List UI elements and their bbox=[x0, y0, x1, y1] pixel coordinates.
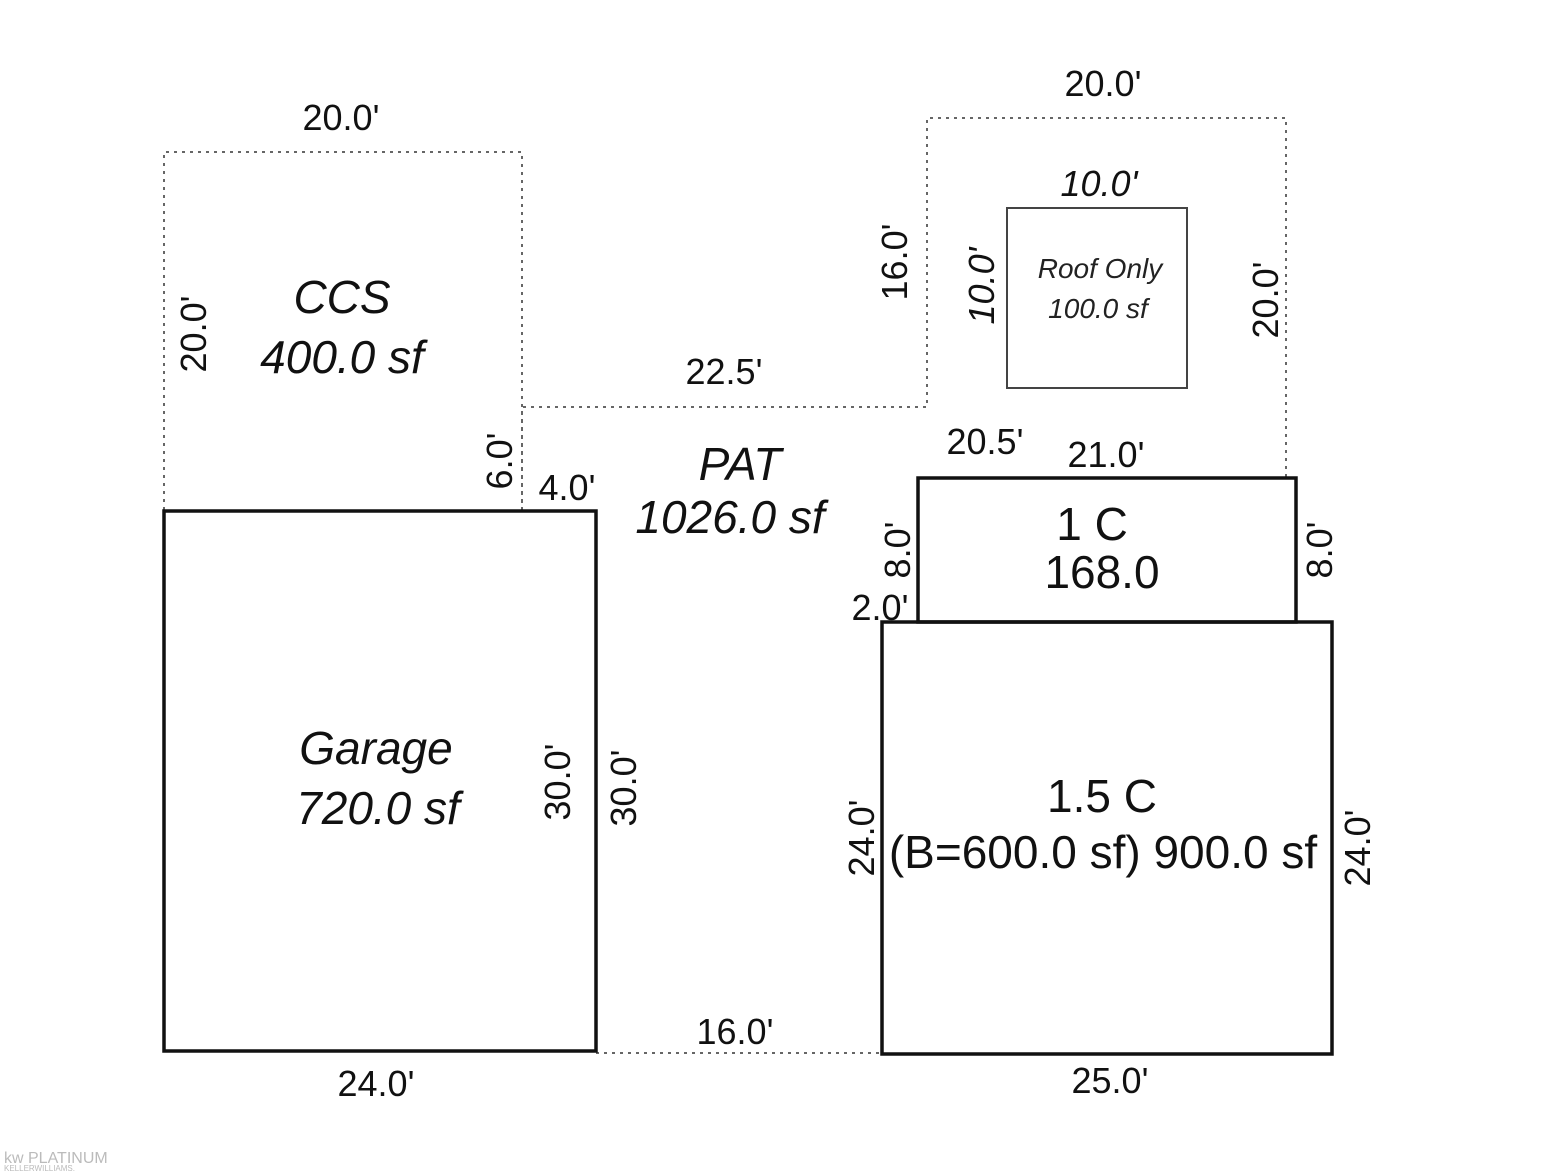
pat-area: 1026.0 sf bbox=[635, 491, 828, 543]
ccs-outline bbox=[163, 151, 523, 510]
one-c-name: 1 C bbox=[1056, 498, 1128, 550]
dim-upper-top: 20.0' bbox=[1065, 63, 1142, 104]
dim-pat-bottom: 16.0' bbox=[697, 1011, 774, 1052]
dim-ccs-right-lower: 6.0' bbox=[479, 433, 520, 490]
dim-ccs-top: 20.0' bbox=[303, 97, 380, 138]
ccs-area: 400.0 sf bbox=[260, 331, 428, 383]
dim-one-c-right: 8.0' bbox=[1299, 522, 1340, 579]
kw-platinum-logo: kw PLATINUM bbox=[4, 1150, 108, 1167]
one-half-c-name: 1.5 C bbox=[1047, 770, 1157, 822]
dim-one-c-top: 21.0' bbox=[1068, 434, 1145, 475]
garage-area: 720.0 sf bbox=[296, 782, 464, 834]
dim-upper-left: 16.0' bbox=[874, 224, 915, 301]
roof-only-name: Roof Only bbox=[1038, 253, 1164, 284]
one-c-area: 168.0 bbox=[1044, 546, 1159, 598]
garage-name: Garage bbox=[299, 722, 452, 774]
dim-upper-right: 20.0' bbox=[1245, 262, 1286, 339]
dim-roof-top: 10.0' bbox=[1061, 163, 1139, 204]
dim-one-half-c-right: 24.0' bbox=[1337, 810, 1378, 887]
garage-box bbox=[162, 509, 598, 1053]
dim-garage-bottom: 24.0' bbox=[338, 1063, 415, 1104]
ccs-name: CCS bbox=[293, 271, 390, 323]
one-half-c-area: (B=600.0 sf) 900.0 sf bbox=[889, 826, 1318, 878]
dim-one-c-left: 8.0' bbox=[877, 522, 918, 579]
dim-ccs-left: 20.0' bbox=[173, 296, 214, 373]
roof-only-area: 100.0 sf bbox=[1048, 293, 1151, 324]
pat-name: PAT bbox=[699, 438, 785, 490]
keller-williams-logo-sub: KELLERWILLIAMS. bbox=[4, 1164, 75, 1173]
dim-garage-right-outer: 30.0' bbox=[603, 750, 644, 827]
dim-one-c-offset: 2.0' bbox=[852, 587, 909, 628]
dim-pat-step: 4.0' bbox=[539, 467, 596, 508]
roof-only-box bbox=[1006, 207, 1188, 389]
one-half-c-box bbox=[880, 620, 1334, 1056]
dim-garage-right-inner: 30.0' bbox=[537, 744, 578, 821]
dim-one-half-c-left: 24.0' bbox=[841, 800, 882, 877]
pat-outline bbox=[521, 117, 1287, 510]
dim-roof-left: 10.0' bbox=[961, 246, 1002, 324]
dim-pat-top: 22.5' bbox=[686, 351, 763, 392]
dim-one-half-c-bottom: 25.0' bbox=[1072, 1060, 1149, 1101]
dim-upper-bottom: 20.5' bbox=[947, 421, 1024, 462]
